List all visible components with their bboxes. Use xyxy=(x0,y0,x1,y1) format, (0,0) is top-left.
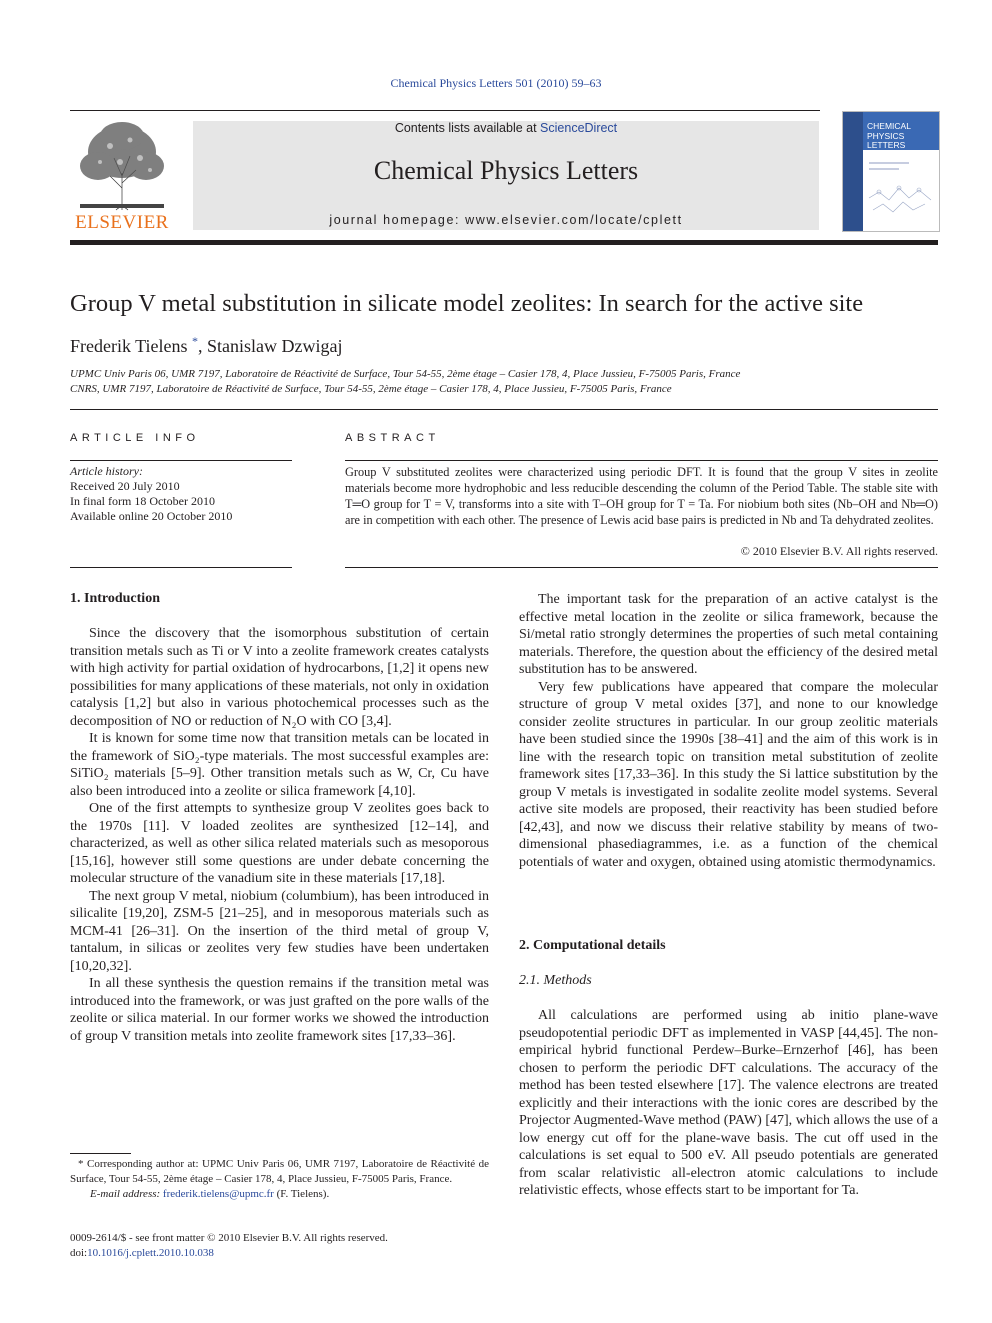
affiliation: CNRS, UMR 7197, Laboratoire de Réactivit… xyxy=(70,383,672,395)
corresponding-author-note: * Corresponding author at: UPMC Univ Par… xyxy=(70,1157,489,1186)
history-online: Available online 20 October 2010 xyxy=(70,509,233,523)
journal-banner xyxy=(193,121,819,230)
article-info-rule xyxy=(70,460,292,461)
email-suffix: (F. Tielens). xyxy=(276,1188,330,1200)
corresponding-author-mark[interactable]: * xyxy=(192,334,199,348)
article-title: Group V metal substitution in silicate m… xyxy=(70,290,864,317)
abstract-bottom-rule xyxy=(345,567,938,568)
doi-label: doi: xyxy=(70,1246,88,1259)
author-list: Frederik Tielens *, Stanislaw Dzwigaj xyxy=(70,334,343,357)
cover-title-line: PHYSICS xyxy=(867,130,905,141)
elsevier-tree-icon xyxy=(80,122,164,211)
contents-line: Contents lists available at ScienceDirec… xyxy=(193,121,819,135)
cover-graphic xyxy=(868,162,932,213)
cover-side-stripe xyxy=(843,112,863,231)
article-history: Article history: Received 20 July 2010 I… xyxy=(70,464,232,524)
paragraph: One of the first attempts to synthesize … xyxy=(70,801,489,886)
author-separator: , xyxy=(198,336,208,356)
elsevier-wordmark: ELSEVIER xyxy=(75,212,169,233)
paragraph: The important task for the preparation o… xyxy=(519,592,938,677)
footnote-mark: * xyxy=(78,1158,84,1170)
issn-line: 0009-2614/$ - see front matter © 2010 El… xyxy=(70,1232,388,1244)
paragraph: Very few publications have appeared that… xyxy=(519,679,938,870)
footnote-text: Corresponding author at: UPMC Univ Paris… xyxy=(70,1158,489,1185)
section-heading-computational: 2. Computational details xyxy=(519,938,666,953)
journal-cover[interactable]: CHEMICAL PHYSICS LETTERS xyxy=(842,111,940,232)
history-label: Article history: xyxy=(70,464,143,478)
right-column-body: The important task for the preparation o… xyxy=(519,591,938,871)
methods-body: All calculations are performed using ab … xyxy=(519,1007,938,1200)
abstract-heading: ABSTRACT xyxy=(345,432,440,444)
bottom-meta: 0009-2614/$ - see front matter © 2010 El… xyxy=(70,1231,388,1260)
paragraph: It is known for some time now that trans… xyxy=(70,731,489,799)
author-name: Stanislaw Dzwigaj xyxy=(207,336,343,356)
email-line: E-mail address: frederik.tielens@upmc.fr… xyxy=(70,1187,489,1202)
history-final-form: In final form 18 October 2010 xyxy=(70,494,215,508)
elsevier-logo[interactable]: ELSEVIER xyxy=(70,118,174,233)
header-top-rule xyxy=(70,110,820,111)
abstract-text: Group V substituted zeolites were charac… xyxy=(345,465,938,527)
sciencedirect-link[interactable]: ScienceDirect xyxy=(540,121,618,135)
author-name: Frederik Tielens xyxy=(70,336,188,356)
introduction-body: Since the discovery that the isomorphous… xyxy=(70,625,489,1045)
paragraph: Since the discovery that the isomorphous… xyxy=(70,626,489,729)
abstract-rule xyxy=(345,460,938,461)
journal-homepage[interactable]: journal homepage: www.elsevier.com/locat… xyxy=(329,213,683,227)
contents-prefix: Contents lists available at xyxy=(394,121,541,135)
footnote: * Corresponding author at: UPMC Univ Par… xyxy=(70,1157,489,1202)
affiliation-rule xyxy=(70,409,938,410)
doi-line: doi:10.1016/j.cplett.2010.10.038 xyxy=(70,1246,388,1261)
cover-title-line: CHEMICAL xyxy=(867,121,911,131)
journal-title: Chemical Physics Letters xyxy=(373,156,639,185)
header-thick-rule xyxy=(70,240,938,245)
affiliation: UPMC Univ Paris 06, UMR 7197, Laboratoir… xyxy=(70,368,741,380)
email-label: E-mail address: xyxy=(90,1188,161,1200)
doi-link[interactable]: 10.1016/j.cplett.2010.10.038 xyxy=(87,1246,214,1259)
journal-citation[interactable]: Chemical Physics Letters 501 (2010) 59–6… xyxy=(390,76,602,90)
section-heading-introduction: 1. Introduction xyxy=(70,591,160,606)
email-link[interactable]: frederik.tielens@upmc.fr xyxy=(162,1188,274,1200)
cover-title: CHEMICAL PHYSICS LETTERS xyxy=(867,121,911,151)
article-info-heading: ARTICLE INFO xyxy=(70,432,200,444)
paragraph: The next group V metal, niobium (columbi… xyxy=(70,888,489,974)
abstract-copyright: © 2010 Elsevier B.V. All rights reserved… xyxy=(740,544,938,558)
paragraph: In all these synthesis the question rema… xyxy=(70,976,489,1044)
history-received: Received 20 July 2010 xyxy=(70,479,180,493)
paragraph: All calculations are performed using ab … xyxy=(519,1008,938,1198)
cover-title-line: LETTERS xyxy=(867,140,906,150)
article-info-bottom-rule xyxy=(70,567,292,568)
subsection-heading-methods: 2.1. Methods xyxy=(519,973,592,988)
footnote-rule xyxy=(70,1153,131,1154)
